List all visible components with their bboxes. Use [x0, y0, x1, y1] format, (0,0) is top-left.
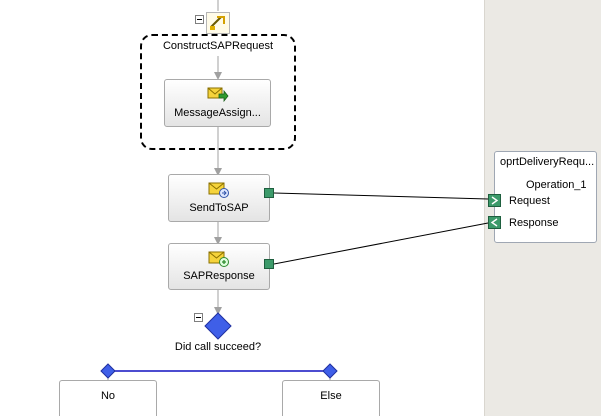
message-assign-shape[interactable]: MessageAssign... — [164, 79, 271, 127]
construct-icon — [206, 12, 230, 34]
port-shape[interactable]: oprtDeliveryRequ... Operation_1 Request … — [488, 151, 597, 243]
message-assign-icon — [207, 85, 229, 105]
response-port-marker[interactable] — [488, 216, 501, 229]
receive-message-icon — [208, 249, 230, 269]
response-label: Response — [509, 217, 559, 229]
receive-port-binding-line — [273, 222, 489, 265]
branch-no[interactable]: No — [59, 380, 157, 416]
message-assign-label: MessageAssign... — [174, 107, 261, 119]
send-shape-label: SendToSAP — [189, 202, 249, 214]
construct-shape-label: ConstructSAPRequest — [162, 40, 274, 52]
port-operation: Operation_1 — [526, 179, 587, 191]
port-name: oprtDeliveryRequ... — [500, 156, 595, 168]
branch-diamond-else — [322, 363, 338, 379]
branch-no-label: No — [100, 390, 116, 402]
response-arrow-icon — [490, 218, 498, 227]
receive-shape-label: SAPResponse — [183, 270, 255, 282]
branch-else-label: Else — [320, 390, 342, 402]
decide-shape-label: Did call succeed? — [174, 341, 262, 353]
branch-else[interactable]: Else — [282, 380, 380, 416]
receive-shape[interactable]: SAPResponse — [168, 243, 270, 290]
send-port-binding-line — [273, 192, 489, 200]
request-label: Request — [509, 195, 550, 207]
request-arrow-icon — [491, 196, 499, 205]
decide-diamond-icon — [204, 312, 232, 340]
receive-shape-port-connector[interactable] — [264, 259, 274, 269]
decide-collapse-toggle[interactable] — [194, 313, 203, 322]
send-message-icon — [208, 180, 230, 200]
send-shape[interactable]: SendToSAP — [168, 174, 270, 222]
construct-scope-frame[interactable] — [140, 34, 296, 150]
request-port-marker[interactable] — [488, 194, 501, 207]
send-shape-port-connector[interactable] — [264, 188, 274, 198]
branch-diamond-no — [100, 363, 116, 379]
construct-collapse-toggle[interactable] — [195, 15, 204, 24]
